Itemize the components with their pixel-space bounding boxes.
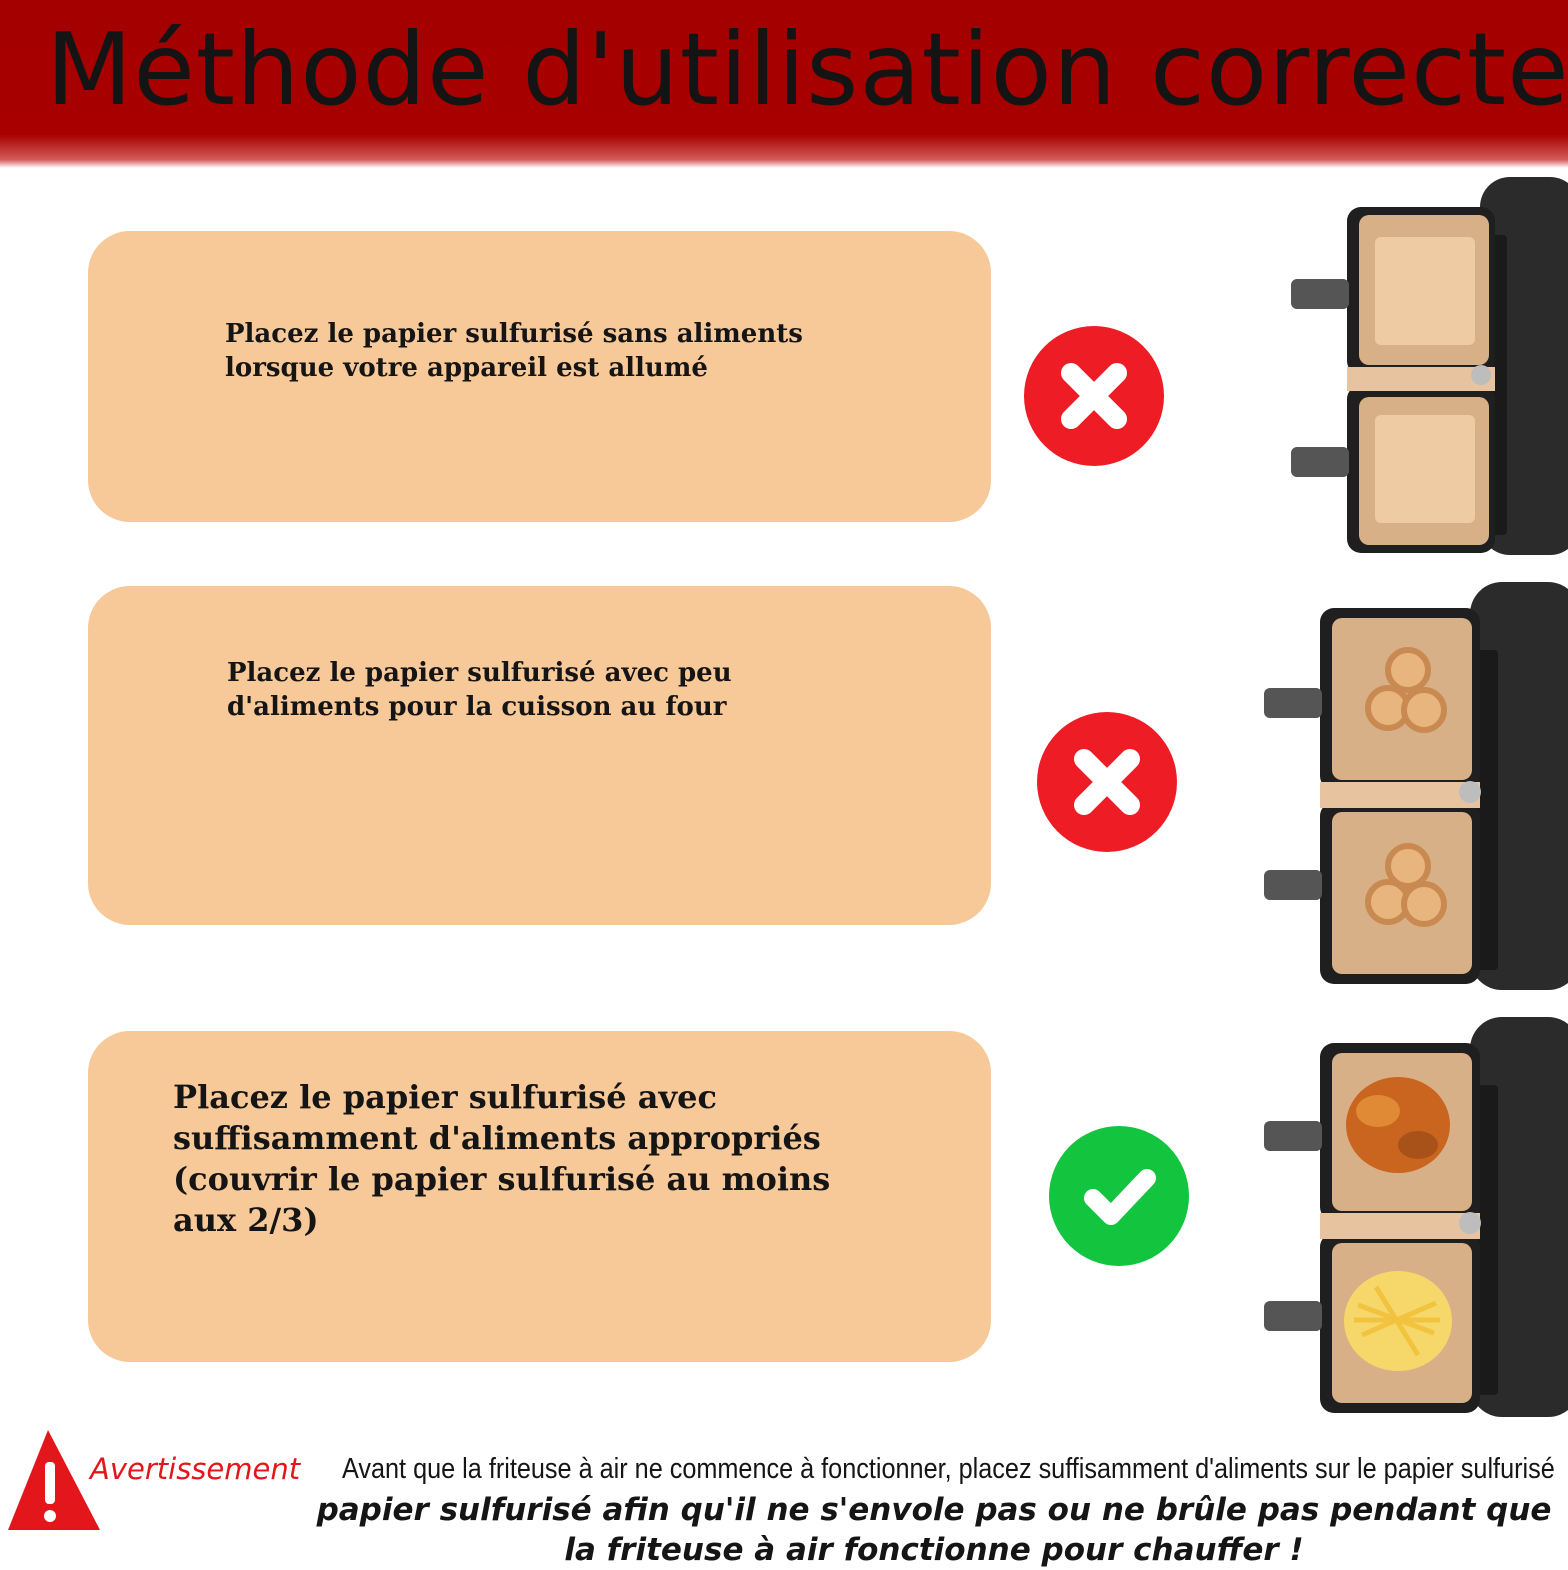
step-card-2: Placez le papier sulfurisé avec peu d'al… (88, 586, 991, 925)
air-fryer-empty-image (1285, 175, 1568, 557)
cross-icon (1037, 712, 1177, 852)
step-text-1: Placez le papier sulfurisé sans aliments… (225, 319, 803, 383)
warning-triangle-icon (6, 1428, 102, 1532)
warning-text-line-1: Avant que la friteuse à air ne commence … (342, 1453, 1555, 1485)
air-fryer-little-food-image (1258, 580, 1568, 992)
step-card-1: Placez le papier sulfurisé sans aliments… (88, 231, 991, 522)
check-icon (1049, 1126, 1189, 1266)
page-title: Méthode d'utilisation correcte (46, 11, 1568, 128)
air-fryer-full-food-image (1258, 1015, 1568, 1420)
header-banner: Méthode d'utilisation correcte (0, 0, 1568, 168)
step-card-3: Placez le papier sulfurisé avec suffisam… (88, 1031, 991, 1362)
warning-text-line-2: papier sulfurisé afin qu'il ne s'envole … (316, 1492, 1552, 1568)
step-text-2: Placez le papier sulfurisé avec peu d'al… (227, 658, 732, 722)
cross-icon (1024, 326, 1164, 466)
step-text-3: Placez le papier sulfurisé avec suffisam… (173, 1078, 831, 1239)
warning-label: Avertissement (90, 1452, 301, 1486)
